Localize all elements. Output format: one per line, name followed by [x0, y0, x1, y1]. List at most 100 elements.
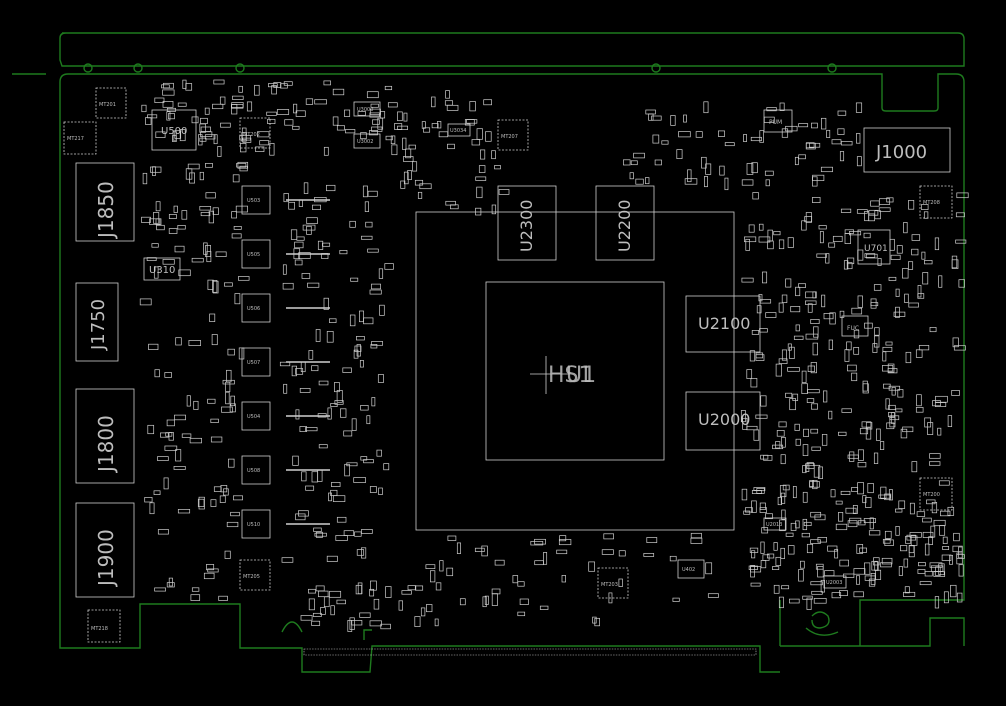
smd-footprint — [154, 97, 165, 103]
smd-footprint — [291, 365, 297, 377]
connector-j1000-group: J1000 — [863, 127, 951, 173]
smd-footprint — [323, 80, 331, 86]
smd-footprint — [759, 328, 768, 333]
smd-footprint — [359, 612, 371, 618]
smd-footprint — [859, 547, 867, 553]
smd-footprint — [221, 406, 233, 413]
smd-footprint — [785, 278, 792, 288]
smd-footprint — [881, 557, 893, 565]
smd-footprint — [153, 490, 161, 495]
smd-footprint — [222, 379, 235, 385]
smd-footprint — [838, 512, 844, 522]
smd-footprint — [239, 165, 248, 172]
smd-footprint — [357, 111, 366, 116]
smd-footprint — [205, 192, 216, 199]
smd-footprint — [890, 254, 901, 260]
smd-footprint — [491, 588, 501, 595]
smd-footprint — [683, 114, 687, 123]
label-mt218: MT218 — [91, 626, 108, 632]
smd-footprint — [953, 532, 960, 542]
label-mt217: MT217 — [67, 136, 84, 142]
smd-footprint — [592, 616, 597, 624]
smd-footprint — [804, 216, 813, 223]
smd-footprint — [857, 462, 867, 468]
smd-footprint — [178, 269, 191, 277]
smd-footprint — [724, 177, 729, 191]
smd-footprint — [491, 150, 496, 160]
smd-footprint — [474, 547, 485, 552]
smd-footprint — [902, 268, 909, 279]
smd-footprint — [204, 107, 210, 115]
smd-footprint — [305, 427, 318, 432]
smd-footprint — [765, 513, 773, 520]
smd-footprint — [311, 471, 319, 483]
smd-footprint — [810, 319, 820, 324]
smd-footprint — [385, 586, 392, 598]
smd-footprint — [790, 306, 801, 313]
smd-footprint — [742, 417, 748, 430]
smd-footprint — [918, 562, 926, 567]
smd-footprint — [898, 566, 903, 576]
smd-footprint — [186, 395, 191, 407]
smd-footprint — [778, 239, 785, 250]
smd-footprint — [173, 205, 178, 213]
smd-footprint — [947, 506, 955, 516]
smd-footprint — [240, 143, 247, 153]
smd-footprint — [802, 595, 813, 600]
smd-footprint — [676, 149, 683, 159]
smd-footprint — [635, 178, 644, 185]
smd-footprint — [922, 272, 929, 285]
smd-footprint — [355, 584, 362, 595]
smd-footprint — [953, 345, 966, 351]
smd-footprint — [340, 408, 347, 418]
smd-footprint — [226, 369, 232, 383]
smd-footprint — [476, 186, 483, 199]
smd-footprint — [853, 329, 860, 339]
smd-footprint — [751, 490, 763, 494]
smd-footprint — [764, 170, 774, 176]
smd-footprint — [334, 400, 344, 405]
smd-footprint — [853, 568, 866, 575]
smd-footprint — [908, 200, 915, 210]
smd-footprint — [197, 498, 205, 507]
smd-footprint — [838, 431, 847, 436]
smd-footprint — [933, 571, 946, 577]
smd-footprint — [809, 480, 814, 487]
smd-footprint — [601, 549, 614, 555]
smd-footprint — [826, 129, 831, 138]
smd-footprint — [312, 204, 321, 210]
smd-footprint — [841, 408, 852, 413]
smd-footprint — [166, 582, 175, 588]
smd-footprint — [284, 119, 294, 126]
smd-footprint — [935, 395, 948, 403]
smd-footprint — [356, 549, 365, 556]
smd-footprint — [295, 110, 306, 117]
smd-footprint — [813, 464, 821, 478]
smd-footprint — [282, 264, 287, 275]
smd-footprint — [331, 482, 341, 487]
smd-footprint — [290, 229, 298, 240]
memory-chips: U2300 U2200 U2100 U2000 — [497, 185, 761, 451]
smd-footprint — [439, 560, 444, 572]
smd-footprint — [864, 211, 869, 222]
smd-footprint — [157, 529, 169, 535]
smd-footprint — [405, 148, 412, 159]
smd-footprint — [163, 477, 169, 490]
smd-footprint — [938, 480, 950, 486]
smd-footprint — [880, 441, 885, 450]
smd-footprint — [802, 518, 808, 531]
smd-footprint — [203, 572, 215, 580]
label-mt201: MT201 — [99, 102, 116, 108]
smd-footprint — [349, 617, 355, 630]
smd-footprint — [402, 137, 407, 150]
smd-footprint — [806, 543, 814, 554]
smd-footprint — [154, 369, 160, 378]
smd-footprint — [790, 522, 797, 531]
smd-footprint — [268, 83, 278, 88]
smd-footprint — [191, 587, 200, 592]
smd-footprint — [318, 590, 329, 598]
smd-footprint — [926, 499, 936, 505]
smd-footprint — [829, 312, 836, 325]
smd-footprint — [475, 207, 482, 216]
smd-footprint — [306, 225, 312, 235]
